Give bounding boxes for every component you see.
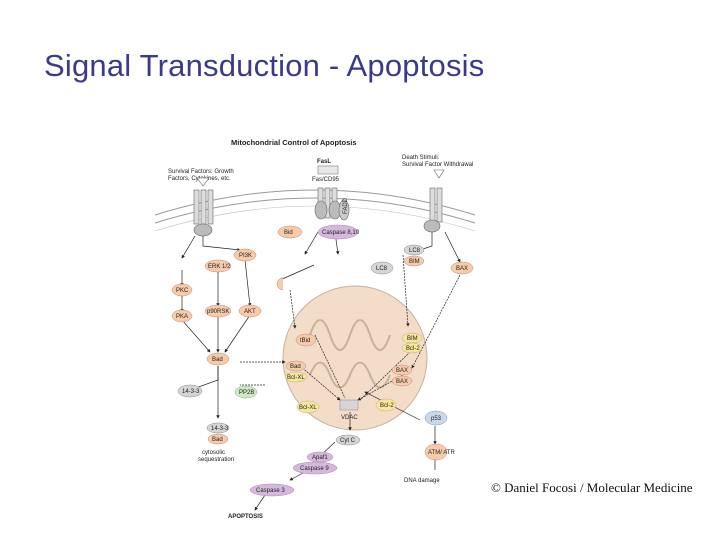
mitochondrion bbox=[282, 285, 428, 431]
svg-text:Bcl-XL: Bcl-XL bbox=[299, 405, 317, 411]
node-bim-mid: BIM bbox=[401, 332, 423, 344]
receptor-fas: FADD bbox=[314, 165, 350, 221]
node-bax-2: BAX bbox=[391, 375, 413, 387]
node-bcl2-mid: Bcl-2 bbox=[401, 342, 423, 354]
svg-text:PKA: PKA bbox=[176, 314, 188, 320]
svg-text:PP2B: PP2B bbox=[239, 390, 254, 396]
diagram-edges bbox=[180, 231, 461, 511]
node-caspase3: Caspase 3 bbox=[249, 483, 295, 497]
svg-text:Bcl-2: Bcl-2 bbox=[380, 403, 394, 409]
node-bad-center: Bad bbox=[285, 360, 307, 372]
svg-text:Cyt C: Cyt C bbox=[340, 438, 356, 444]
svg-text:p53: p53 bbox=[431, 416, 442, 422]
node-lc8-left: LC8 bbox=[370, 261, 394, 275]
death-label-2: Survival Factor Withdrawal bbox=[402, 162, 473, 168]
svg-text:BIM: BIM bbox=[407, 336, 418, 342]
svg-text:14-3-3: 14-3-3 bbox=[211, 426, 229, 432]
svg-text:Bad: Bad bbox=[212, 437, 223, 443]
node-14-3-3-b: 14-3-3 bbox=[206, 422, 230, 434]
fasl-label: FasL bbox=[317, 159, 331, 165]
cytosolic-label-2: sequestration bbox=[198, 457, 234, 463]
apoptosis-diagram: Mitochondrial Control of Apoptosis Survi… bbox=[154, 138, 476, 520]
svg-text:Bad: Bad bbox=[212, 357, 223, 363]
node-p90rsk: p90RSK bbox=[204, 304, 232, 318]
node-pp2b: PP2B bbox=[234, 385, 258, 399]
node-caspase9: Caspase 9 bbox=[292, 461, 338, 475]
node-bim-top: BIM bbox=[403, 255, 425, 267]
svg-text:PI3K: PI3K bbox=[239, 253, 252, 259]
node-apaf: Apaf1 bbox=[306, 451, 334, 463]
node-caspase-8-10: Caspase 8,10 bbox=[317, 224, 360, 240]
svg-text:AKT: AKT bbox=[244, 309, 256, 315]
node-pi3k: PI3K bbox=[233, 248, 257, 262]
svg-text:ERK 1/2: ERK 1/2 bbox=[208, 264, 231, 270]
node-14-3-3: 14-3-3 bbox=[177, 384, 203, 398]
svg-text:Bid: Bid bbox=[284, 230, 293, 236]
svg-text:LC8: LC8 bbox=[376, 266, 388, 272]
svg-text:BAX: BAX bbox=[396, 379, 408, 385]
slide-title: Signal Transduction - Apoptosis bbox=[44, 48, 485, 83]
svg-text:Caspase 8,10: Caspase 8,10 bbox=[322, 230, 360, 236]
cytosolic-label-1: cytosolic bbox=[202, 450, 225, 456]
node-bcl2-low: Bcl-2 bbox=[375, 398, 397, 412]
node-pkc: PKC bbox=[171, 283, 193, 297]
node-vdac: VDAC bbox=[339, 399, 358, 421]
node-bax-right: BAX bbox=[450, 261, 474, 275]
node-lc8: LC8 bbox=[403, 244, 425, 256]
svg-text:Caspase 9: Caspase 9 bbox=[300, 466, 329, 472]
svg-text:VDAC: VDAC bbox=[341, 415, 358, 421]
svg-text:Bad: Bad bbox=[290, 364, 301, 370]
node-bid: Bid bbox=[277, 225, 303, 239]
survival-label-1: Survival Factors: Growth bbox=[168, 169, 234, 175]
fadd-label: FADD bbox=[343, 197, 349, 214]
svg-text:BIM: BIM bbox=[409, 259, 420, 265]
node-bclxl-low: Bcl-XL bbox=[296, 400, 320, 414]
svg-text:14-3-3: 14-3-3 bbox=[182, 389, 200, 395]
svg-text:PKC: PKC bbox=[176, 288, 189, 294]
node-pka: PKA bbox=[171, 309, 193, 323]
svg-text:Apaf1: Apaf1 bbox=[312, 455, 328, 461]
node-bad-low: Bad bbox=[207, 433, 229, 445]
dna-damage-label: DNA damage bbox=[404, 478, 440, 484]
apoptosis-label: APOPTOSIS bbox=[228, 514, 263, 520]
svg-text:BAX: BAX bbox=[396, 368, 408, 374]
receptor-left bbox=[193, 177, 214, 237]
death-label-1: Death Stimuli: bbox=[402, 155, 440, 161]
node-bax-1: BAX bbox=[391, 364, 413, 376]
svg-text:Caspase 3: Caspase 3 bbox=[256, 488, 285, 494]
svg-text:BAX: BAX bbox=[456, 266, 468, 272]
node-cytc: Cyt C bbox=[335, 434, 361, 446]
node-akt: AKT bbox=[238, 304, 262, 318]
node-p53: p53 bbox=[424, 410, 448, 426]
svg-text:Bcl-XL: Bcl-XL bbox=[287, 375, 305, 381]
node-tbid: tBid bbox=[295, 333, 317, 347]
diagram-title: Mitochondrial Control of Apoptosis bbox=[231, 138, 357, 147]
svg-text:Bcl-2: Bcl-2 bbox=[406, 346, 420, 352]
node-bad-left: Bad bbox=[206, 352, 230, 366]
node-bclxl-center: Bcl-XL bbox=[284, 371, 308, 383]
node-cleaved-bid bbox=[276, 277, 284, 291]
node-atm-atr: ATM/ ATR bbox=[424, 443, 455, 461]
svg-text:ATM/ ATR: ATM/ ATR bbox=[428, 450, 455, 456]
node-erk: ERK 1/2 bbox=[204, 259, 232, 273]
svg-text:p90RSK: p90RSK bbox=[207, 309, 229, 315]
fas-cd95-label: Fas/CD95 bbox=[312, 177, 340, 183]
receptor-right bbox=[423, 169, 445, 233]
svg-text:tBid: tBid bbox=[300, 338, 310, 344]
svg-text:LC8: LC8 bbox=[409, 248, 421, 254]
credit-text: © Daniel Focosi / Molecular Medicine bbox=[491, 480, 693, 495]
